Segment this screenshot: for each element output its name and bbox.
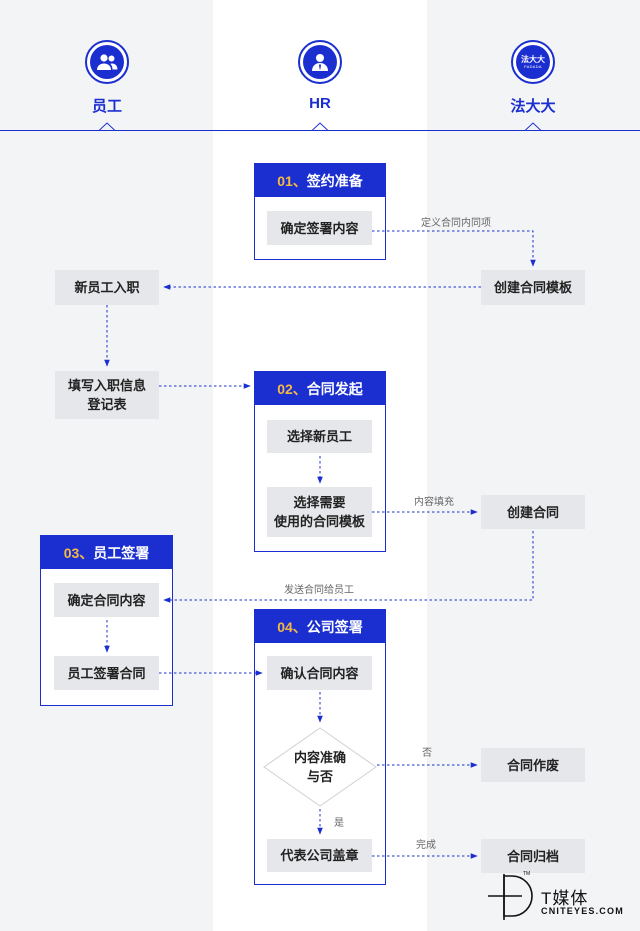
lane-label-employee: 员工 bbox=[91, 98, 122, 115]
fadada-avatar: 法大大 FADADA bbox=[511, 40, 555, 84]
tmedia-logo-icon bbox=[488, 874, 533, 920]
node-select-template: 选择需要使用的合同模板 bbox=[267, 487, 372, 537]
edge-send-contract bbox=[163, 531, 534, 603]
node-new-employee-onboard: 新员工入职 bbox=[55, 270, 159, 305]
node-create-contract: 创建合同 bbox=[481, 495, 585, 529]
group-title-employee-sign: 03、员工签署 bbox=[41, 536, 172, 569]
node-confirm-sign-content: 确定签署内容 bbox=[267, 211, 372, 245]
node-contract-void: 合同作废 bbox=[481, 748, 585, 782]
header-divider bbox=[0, 130, 640, 131]
group-title-contract-init: 02、合同发起 bbox=[255, 372, 385, 405]
watermark-tm: TM bbox=[523, 871, 531, 877]
lane-employee bbox=[0, 0, 213, 931]
node-fill-onboard-form: 填写入职信息登记表 bbox=[55, 371, 159, 419]
lane-label-fadada: 法大大 bbox=[510, 98, 556, 115]
node-hr-confirm-contract: 确认合同内容 bbox=[267, 656, 372, 690]
edge-label-send-contract: 发送合同给员工 bbox=[284, 585, 354, 596]
header-notch-fadada bbox=[525, 122, 541, 131]
header-notch-hr bbox=[312, 122, 328, 131]
hr-avatar bbox=[298, 40, 342, 84]
group-title-sign-prep: 01、签约准备 bbox=[255, 164, 385, 197]
node-contract-archive: 合同归档 bbox=[481, 839, 585, 873]
lane-label-hr: HR bbox=[309, 95, 331, 112]
node-confirm-contract-content: 确定合同内容 bbox=[54, 583, 159, 617]
edge-label-fill-content: 内容填充 bbox=[414, 497, 454, 508]
group-title-company-sign: 04、公司签署 bbox=[255, 610, 385, 643]
node-create-template: 创建合同模板 bbox=[481, 270, 585, 305]
node-company-seal: 代表公司盖章 bbox=[267, 839, 372, 872]
node-select-new-employee: 选择新员工 bbox=[267, 420, 372, 453]
edge-label-define-content: 定义合同内同项 bbox=[421, 218, 491, 229]
edge-label-no: 否 bbox=[422, 748, 432, 759]
edge-define-content bbox=[372, 230, 536, 267]
watermark-name: T媒体 bbox=[541, 889, 589, 908]
edge-label-yes: 是 bbox=[334, 818, 344, 829]
node-employee-sign-contract: 员工签署合同 bbox=[54, 656, 159, 690]
person-icon bbox=[312, 54, 328, 71]
decision-diamond bbox=[263, 727, 377, 807]
edge-label-done: 完成 bbox=[416, 840, 436, 851]
watermark-site: CNITEYES.COM bbox=[541, 906, 624, 916]
fadada-logo-icon: 法大大 FADADA bbox=[516, 45, 550, 79]
users-icon bbox=[97, 54, 118, 70]
header-notch-employee bbox=[99, 122, 115, 131]
decision-label: 内容准确与否 bbox=[293, 750, 346, 784]
employee-avatar bbox=[85, 40, 129, 84]
